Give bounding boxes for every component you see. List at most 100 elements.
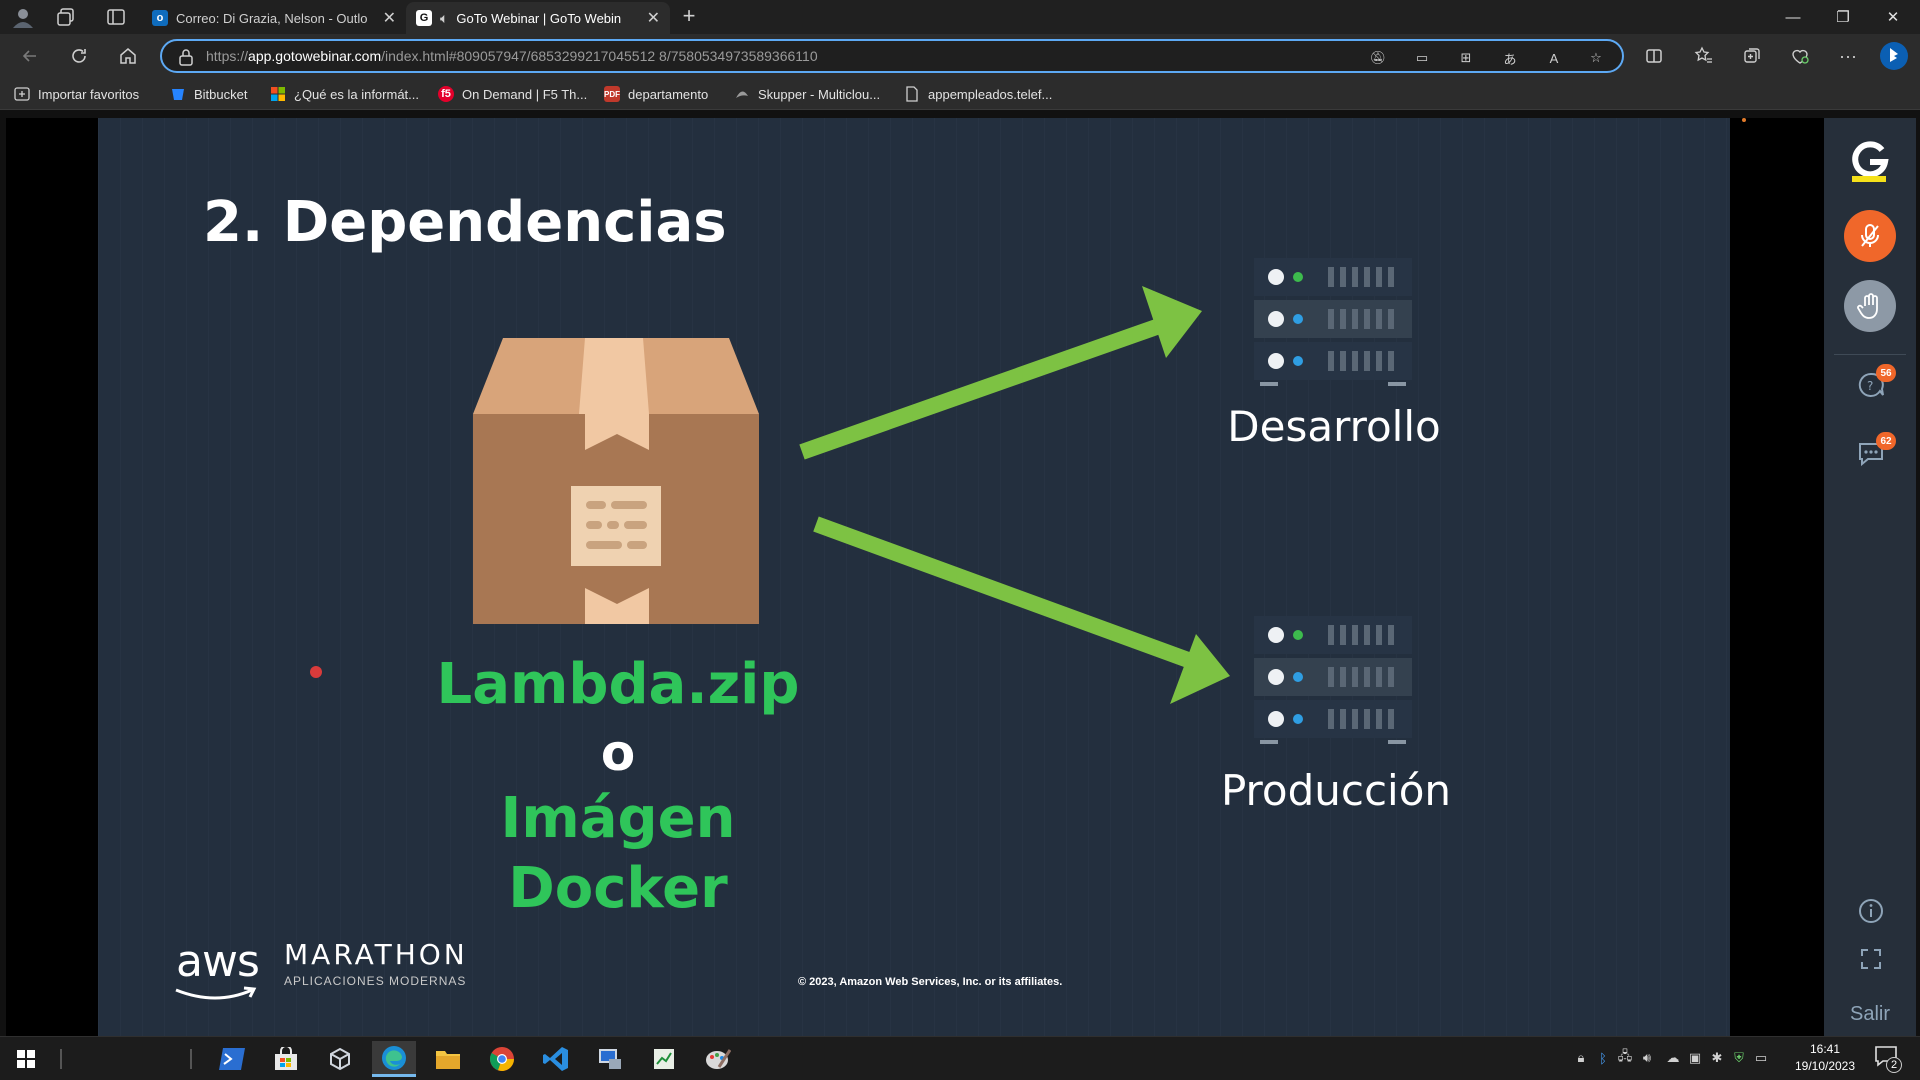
bookmark-departamento[interactable]: PDF departamento (604, 84, 708, 104)
taskbar-edge[interactable] (372, 1041, 416, 1077)
panel-divider (1834, 354, 1906, 355)
target-dev-label: Desarrollo (1227, 402, 1441, 451)
bookmark-label: Bitbucket (194, 86, 248, 102)
taskbar-3d-app[interactable] (318, 1041, 362, 1077)
volume-icon[interactable]: 🔊︎ (1642, 1050, 1652, 1065)
store-icon (275, 1047, 297, 1070)
bookmark-label: Importar favoritos (38, 86, 140, 102)
browser-tab-bar: o Correo: Di Grazia, Nelson - Outlo ✕ G … (0, 0, 1920, 34)
laser-pointer (310, 666, 322, 678)
status-dot (1742, 118, 1746, 122)
chrome-icon (490, 1047, 514, 1071)
windows-taskbar: 🔒︎ ᛒ 🖧︎ 🔊︎ ☁ ▣ ✱ ⛨ ▭ 16:41 19/10/2023 2 (0, 1036, 1920, 1080)
taskbar-divider (60, 1049, 62, 1069)
favorites-icon[interactable] (1688, 40, 1720, 72)
refresh-button[interactable] (63, 40, 95, 72)
new-tab-button[interactable]: + (682, 3, 696, 28)
home-button[interactable] (112, 40, 144, 72)
extension-icon[interactable]: ⊞ (1460, 50, 1472, 65)
collections-icon[interactable] (1736, 40, 1768, 72)
bookmark-import-favorites[interactable]: Importar favoritos (14, 84, 139, 104)
browser-essentials-icon[interactable] (1784, 40, 1816, 72)
arrow-head-dev (1142, 286, 1202, 358)
tab-title: GoTo Webinar | GoTo Webin (456, 10, 622, 26)
bluetooth-icon[interactable]: ᛒ (1599, 1050, 1607, 1066)
taskbar-remote-desktop[interactable] (588, 1041, 632, 1077)
bookmark-que-es-la-informatica[interactable]: ¿Qué es la informát... (270, 84, 419, 104)
bookmark-label: ¿Qué es la informát... (294, 86, 419, 102)
start-button[interactable] (4, 1041, 48, 1077)
cube-icon (330, 1047, 350, 1071)
event-name: MARATHON (284, 938, 468, 971)
battery-icon[interactable]: ▭ (1754, 1050, 1768, 1065)
goto-control-panel: ? 56 62 Salir (1824, 118, 1916, 1036)
notification-center-button[interactable]: 2 (1874, 1045, 1904, 1073)
f5-icon: f5 (438, 86, 454, 102)
questions-badge: 56 (1876, 364, 1896, 382)
raise-hand-button[interactable] (1844, 280, 1896, 332)
favorites-bar: Importar favoritos Bitbucket ¿Qué es la … (0, 78, 1920, 110)
teams-icon[interactable]: ✱ (1711, 1050, 1723, 1065)
display-icon[interactable]: ▣ (1688, 1050, 1702, 1065)
browser-toolbar: https://app.gotowebinar.com/index.html#8… (0, 34, 1920, 78)
back-button[interactable] (14, 40, 46, 72)
hand-icon (1857, 293, 1878, 319)
app-available-icon[interactable]: ▭ (1415, 50, 1429, 65)
copyright-notice: © 2023, Amazon Web Services, Inc. or its… (798, 976, 1063, 988)
microphone-button[interactable] (1844, 210, 1896, 262)
network-icon[interactable]: 🖧︎ (1617, 1048, 1633, 1063)
mic-muted-icon (1861, 224, 1879, 247)
bookmark-bitbucket[interactable]: Bitbucket (170, 84, 247, 104)
taskbar-vscode[interactable] (534, 1041, 578, 1077)
split-screen-icon[interactable] (1638, 40, 1670, 72)
close-icon[interactable]: ✕ (382, 10, 396, 27)
remote-desktop-icon (599, 1049, 621, 1069)
exit-button[interactable]: Salir (1849, 1003, 1890, 1025)
read-aloud-icon[interactable]: A (1549, 50, 1559, 66)
system-clock[interactable]: 16:41 19/10/2023 (1780, 1041, 1870, 1075)
bookmark-skupper[interactable]: Skupper - Multiclou... (734, 84, 880, 104)
taskbar-chart-app[interactable] (642, 1041, 686, 1077)
bookmark-label: Skupper - Multiclou... (758, 86, 881, 102)
target-prod-label: Producción (1220, 766, 1452, 815)
profile-avatar[interactable] (10, 6, 36, 28)
security-shield-icon[interactable]: ⛨ (1734, 1050, 1744, 1065)
tab-outlook[interactable]: o Correo: Di Grazia, Nelson - Outlo ✕ (142, 2, 406, 34)
folder-icon (436, 1051, 460, 1069)
taskbar-store[interactable] (264, 1041, 308, 1077)
pdf-icon: PDF (604, 86, 620, 102)
close-icon[interactable]: ✕ (646, 10, 660, 27)
bookmark-label: departamento (628, 86, 709, 102)
favorite-star-icon[interactable]: ☆ (1590, 50, 1602, 65)
tab-actions-icon[interactable] (106, 7, 126, 27)
taskbar-chrome[interactable] (480, 1041, 524, 1077)
close-window-button[interactable]: ✕ (1886, 9, 1900, 26)
lock-icon[interactable] (178, 48, 194, 66)
workspaces-icon[interactable] (56, 7, 76, 27)
taskbar-file-explorer[interactable] (426, 1041, 470, 1077)
import-icon (14, 86, 30, 102)
edge-icon (382, 1045, 406, 1070)
info-button[interactable] (1854, 894, 1888, 928)
notifications-blocked-icon[interactable]: 🔕︎ (1369, 50, 1387, 65)
cloud-sync-icon[interactable]: ☁ (1666, 1050, 1680, 1065)
address-bar[interactable]: https://app.gotowebinar.com/index.html#8… (160, 39, 1624, 73)
taskbar-paint[interactable] (696, 1041, 740, 1077)
fullscreen-icon (1861, 949, 1881, 969)
chart-app-icon (654, 1049, 674, 1069)
bookmark-label: On Demand | F5 Th... (462, 86, 588, 102)
vpn-lock-icon[interactable]: 🔒︎ (1577, 1050, 1585, 1065)
minimize-button[interactable]: — (1785, 8, 1801, 26)
page-icon (904, 86, 920, 102)
bookmark-appempleados[interactable]: appempleados.telef... (904, 84, 1052, 104)
tab-gotowebinar[interactable]: G 🔈︎ GoTo Webinar | GoTo Webin ✕ (406, 2, 670, 34)
taskbar-powershell[interactable] (210, 1041, 254, 1077)
fullscreen-button[interactable] (1854, 942, 1888, 976)
windows-icon (17, 1050, 35, 1068)
restore-button[interactable]: ❐ (1836, 9, 1850, 26)
more-options-icon[interactable]: ··· (1839, 45, 1857, 66)
translate-icon[interactable]: あ (1503, 51, 1517, 67)
bing-copilot-icon[interactable] (1878, 40, 1910, 72)
bookmark-on-demand-f5[interactable]: f5 On Demand | F5 Th... (438, 84, 587, 104)
speaker-icon[interactable]: 🔈︎ (440, 9, 449, 26)
